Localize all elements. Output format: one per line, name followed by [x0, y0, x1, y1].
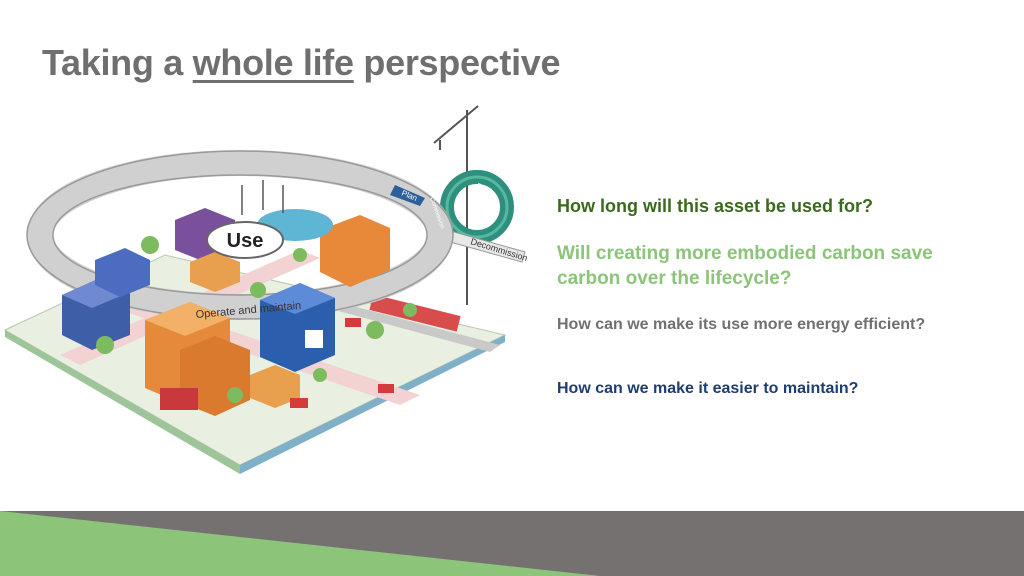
car: [290, 398, 308, 408]
title-suffix: perspective: [353, 42, 561, 83]
page-title: Taking a whole life perspective: [42, 42, 561, 84]
crane-icon: [433, 105, 479, 305]
footer-green-accent: [0, 511, 600, 576]
car-3: [378, 384, 394, 393]
wind-turbines: [241, 180, 284, 215]
lifecycle-city-illustration: Use Operate and maintain Plan Build Comm…: [3, 105, 529, 474]
buildings: [62, 208, 390, 416]
question-embodied-carbon: Will creating more embodied carbon save …: [557, 243, 933, 289]
trees: [96, 236, 417, 403]
question-energy-efficiency: How can we make its use more energy effi…: [557, 316, 926, 333]
railway: [320, 300, 500, 352]
use-label: Use: [227, 230, 264, 252]
title-prefix: Taking a: [42, 42, 193, 83]
question-maintenance: How can we make it easier to maintain?: [557, 380, 859, 397]
ground-side: [240, 335, 505, 474]
use-badge: [206, 221, 284, 259]
car-2: [345, 318, 361, 327]
ground-side-left: [5, 330, 240, 474]
title-emphasis: whole life: [192, 42, 354, 83]
question-asset-lifetime: How long will this asset be used for?: [557, 196, 874, 216]
footer-grey-bar: [0, 511, 1024, 576]
lifecycle-ring: [27, 150, 453, 320]
plan-arrow: [390, 185, 425, 206]
